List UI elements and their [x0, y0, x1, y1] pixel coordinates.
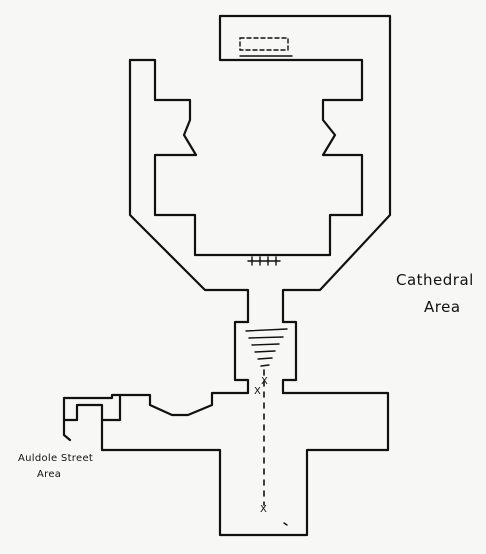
cathedral-label-line1: Cathedral — [396, 271, 474, 289]
marker-x-left: X — [254, 386, 261, 397]
auldole-label-line1: Auldole Street — [18, 453, 93, 464]
lower-hall — [100, 391, 390, 537]
auldole-label-line2: Area — [37, 469, 61, 480]
altar-dashed-box — [239, 37, 289, 51]
small-tick — [283, 522, 288, 526]
cathedral-outline — [128, 14, 392, 324]
stair-chamber — [233, 320, 298, 395]
marker-x-top: X — [261, 376, 268, 387]
cathedral-left-diagonal — [128, 58, 250, 324]
cathedral-label-line2: Area — [424, 298, 461, 316]
west-passage — [62, 393, 122, 442]
marker-x-bottom: X — [260, 504, 267, 515]
stairs — [245, 328, 288, 367]
